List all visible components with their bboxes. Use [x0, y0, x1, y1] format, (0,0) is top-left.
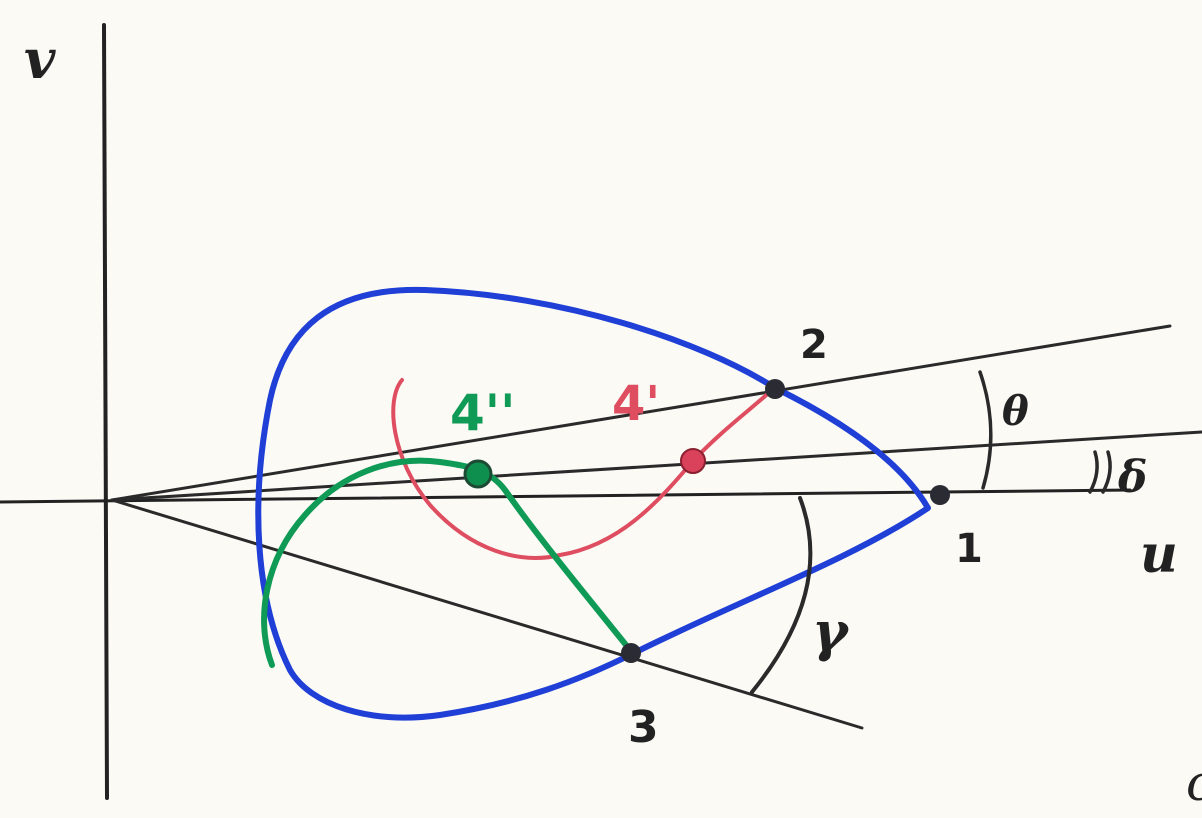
delta-label: δ — [1117, 452, 1147, 503]
delta-arc-2 — [1101, 450, 1112, 494]
point-4-double-prime-label: 4'' — [450, 384, 515, 442]
point-3-label: 3 — [628, 702, 659, 753]
ray-3 — [110, 498, 864, 730]
ray-2 — [110, 324, 1172, 502]
point-4-double-prime-marker — [463, 459, 493, 489]
point-4-prime-marker — [680, 448, 706, 474]
v-axis — [102, 23, 109, 800]
v-axis-label: v — [24, 27, 56, 91]
point-4-prime-label: 4' — [612, 376, 660, 432]
theta-label: θ — [1002, 388, 1029, 435]
gamma-arc — [750, 496, 813, 694]
ray-4 — [110, 430, 1202, 502]
u-axis-label: u — [1140, 524, 1178, 585]
point-1-label: 1 — [955, 526, 983, 572]
delta-arc-1 — [1088, 450, 1099, 494]
point-1-marker — [930, 485, 950, 505]
gamma-label: γ — [812, 599, 850, 663]
point-2-label: 2 — [800, 322, 828, 368]
point-3-marker — [621, 643, 641, 663]
point-2-marker — [765, 379, 785, 399]
theta-arc — [978, 370, 993, 490]
edge-glyph: c — [1186, 754, 1202, 812]
green-curve — [261, 457, 633, 668]
